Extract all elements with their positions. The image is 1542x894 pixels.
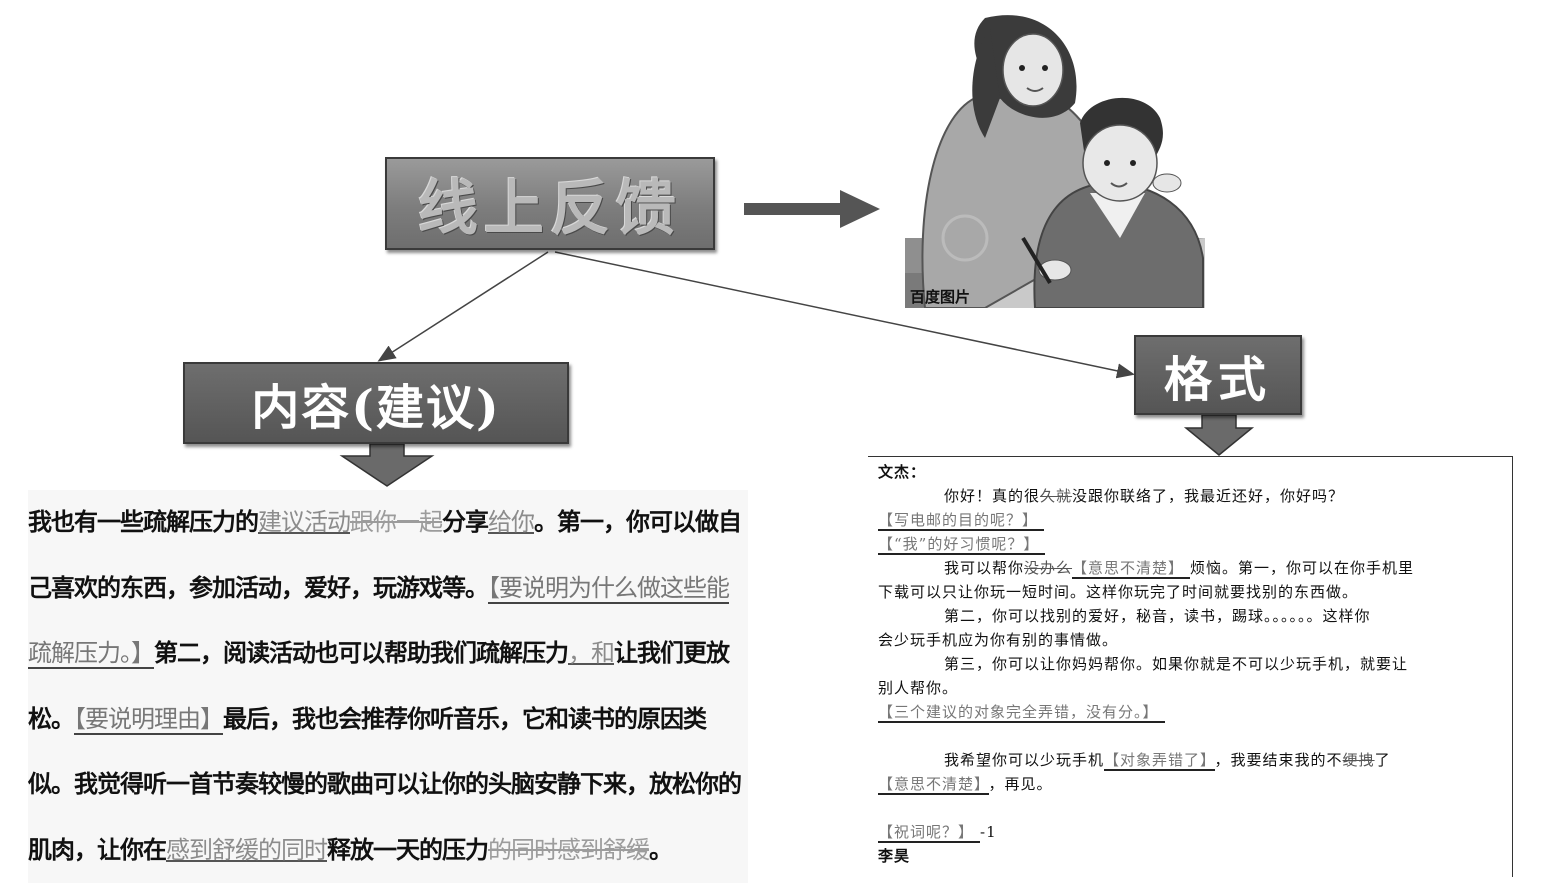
photo-credit: 百度图片 bbox=[910, 286, 970, 307]
letter-line: 下载可以只让你玩一短时间。这样你玩完了时间就要找别的东西做。 bbox=[878, 581, 1358, 602]
format-label: 格式 bbox=[1164, 340, 1272, 410]
connector-to-content bbox=[380, 252, 548, 360]
essay-highlight: 建议活动 bbox=[258, 508, 350, 536]
essay-text: 释放一天的压力 bbox=[327, 836, 488, 864]
letter-line: 会少玩手机应为你有别的事情做。 bbox=[878, 629, 1118, 650]
online-feedback-box: 线上反馈 bbox=[385, 157, 715, 250]
essay-highlight: 给你 bbox=[488, 508, 534, 536]
letter-line: 别人帮你。 bbox=[878, 677, 958, 698]
letter-line: 我可以帮你没办么【意思不清楚】烦恼。第一，你可以在你手机里 bbox=[878, 557, 1414, 578]
essay-text: 分享 bbox=[442, 508, 488, 536]
arrow-to-illustration bbox=[744, 190, 880, 228]
teacher-comment: 【要说明理由】 bbox=[74, 705, 223, 735]
format-box: 格式 bbox=[1134, 335, 1302, 415]
down-arrow-content bbox=[342, 444, 432, 486]
letter-salutation: 文杰： bbox=[878, 461, 926, 482]
teacher-comment: 【意思不清楚】 bbox=[878, 775, 989, 795]
down-arrow-format bbox=[1186, 415, 1252, 455]
teacher-comment: 【写电邮的目的呢？】 bbox=[878, 511, 1044, 531]
essay-highlight: ，和 bbox=[568, 639, 614, 667]
teacher-comment: 【“我”的好习惯呢？】 bbox=[878, 535, 1045, 555]
essay-text: 。 bbox=[649, 836, 672, 864]
essay-deletion: 的同时感到舒缓 bbox=[488, 836, 649, 864]
essay-text: 第二，阅读活动也可以帮助我们疏解压力 bbox=[154, 639, 568, 667]
teacher-comment: 【对象弄错了】 bbox=[1104, 751, 1215, 771]
letter-line: 第三，你可以让你妈妈帮你。如果你就是不可以少玩手机，就要让 bbox=[878, 653, 1408, 674]
letter-line: 我希望你可以少玩手机【对象弄错了】，我要结束我的不绠拽了 bbox=[878, 749, 1391, 770]
teacher-student-illustration bbox=[905, 8, 1205, 308]
teacher-comment: 【三个建议的对象完全弄错，没有分。】 bbox=[878, 703, 1165, 723]
essay-highlight: 感到舒缓的同时 bbox=[166, 836, 327, 864]
online-feedback-label: 线上反馈 bbox=[418, 160, 682, 247]
content-suggestion-label: 内容(建议) bbox=[251, 368, 500, 438]
essay-content-feedback: 我也有一些疏解压力的建议活动跟你一起分享给你。第一，你可以做自己喜欢的东西，参加… bbox=[28, 490, 748, 883]
letter-line: 第二，你可以找别的爱好，秘音，读书，踢球。。。。。。这样你 bbox=[878, 605, 1371, 626]
essay-deletion: 跟你一起 bbox=[350, 508, 442, 536]
letter-format-feedback: 文杰： 你好！真的很久就没跟你联络了，我最近还好，你好吗？ 【写电邮的目的呢？】… bbox=[868, 456, 1513, 877]
letter-line: 你好！真的很久就没跟你联络了，我最近还好，你好吗？ bbox=[878, 485, 1344, 506]
teacher-comment: 【祝词呢？】 bbox=[878, 823, 980, 843]
letter-signature: 李昊 bbox=[878, 845, 910, 866]
letter-line: 【祝词呢？】-1 bbox=[878, 821, 997, 842]
teacher-comment: 【意思不清楚】 bbox=[1072, 559, 1190, 579]
content-suggestion-box: 内容(建议) bbox=[183, 362, 569, 444]
essay-text: 我也有一些疏解压力的 bbox=[28, 508, 258, 536]
letter-line: 【意思不清楚】，再见。 bbox=[878, 773, 1053, 794]
score-deduction: -1 bbox=[980, 823, 997, 841]
